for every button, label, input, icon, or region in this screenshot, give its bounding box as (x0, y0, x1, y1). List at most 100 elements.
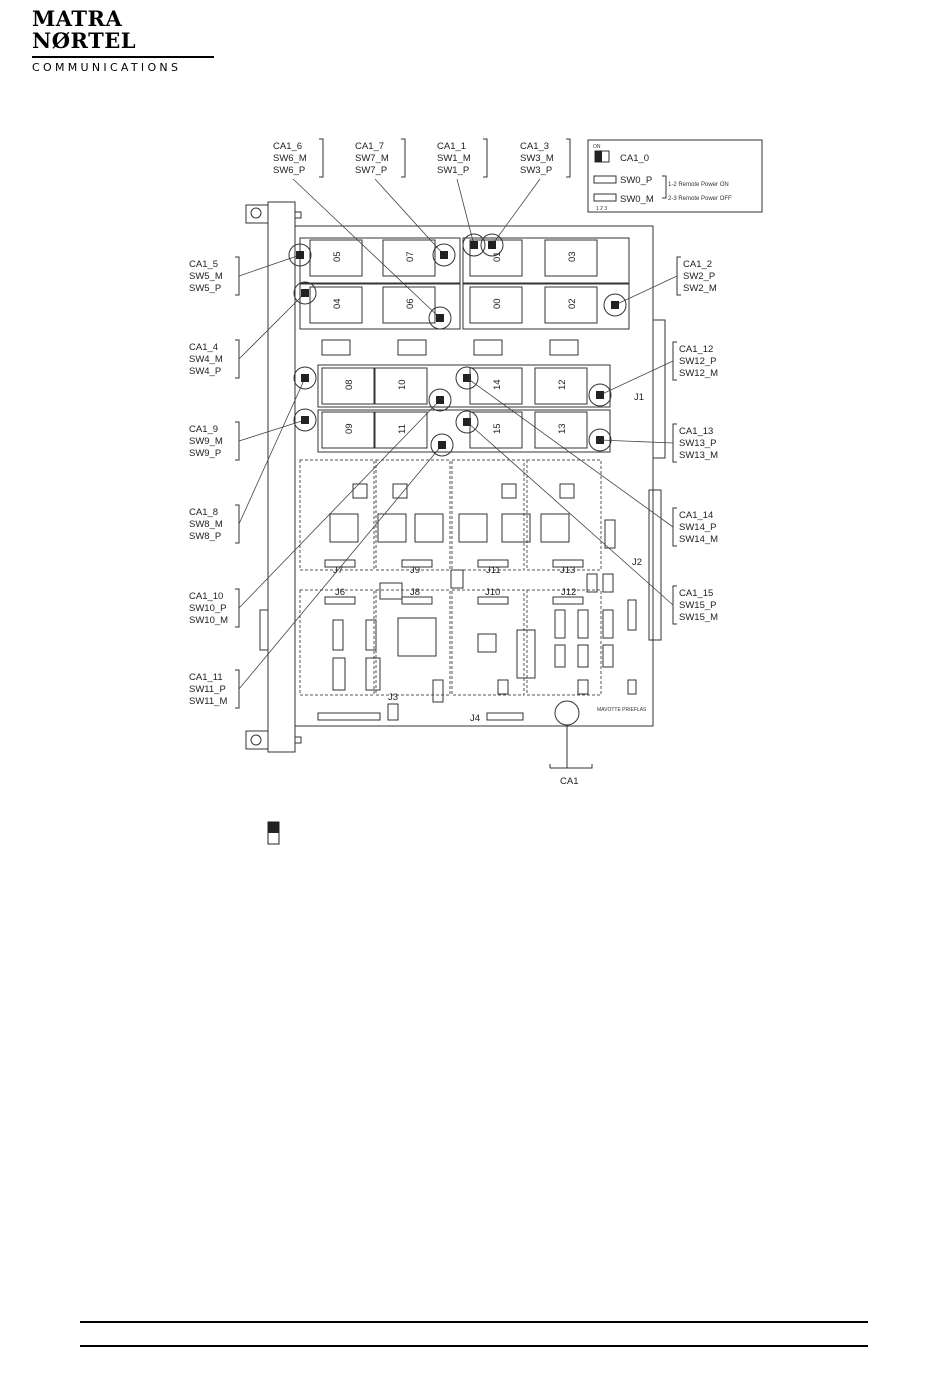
callout-line: SW8_P (189, 531, 221, 542)
callout-line: SW10_P (189, 603, 227, 614)
logo-wordmark: MATRA NØRTEL (32, 6, 136, 53)
connector-label: J9 (410, 565, 420, 576)
connector-label: J8 (410, 587, 420, 598)
module-label: 06 (405, 298, 416, 309)
module-label: 03 (567, 251, 578, 262)
legend-box (587, 139, 763, 213)
callout-line: SW12_M (679, 368, 718, 379)
callout-line: SW3_P (520, 165, 552, 176)
callout-line: CA1_13 (679, 426, 713, 437)
callout-line: SW5_M (189, 271, 223, 282)
module-box (534, 367, 588, 405)
callout-line: CA1_7 (355, 141, 384, 152)
front-panel (267, 201, 296, 753)
callout-line: SW14_P (679, 522, 717, 533)
switch-symbol-fill (268, 822, 279, 833)
callout-line: SW7_M (355, 153, 389, 164)
legend-ca1-0: CA1_0 (620, 153, 649, 164)
connector-label: J7 (333, 565, 343, 576)
callout-line: CA1_5 (189, 259, 218, 270)
callout-line: SW9_M (189, 436, 223, 447)
callout-line: CA1_3 (520, 141, 549, 152)
module-label: 10 (397, 379, 408, 390)
module-label: 09 (344, 423, 355, 434)
callout-line: SW7_P (355, 165, 387, 176)
module-box (382, 239, 436, 277)
legend-sw0-m: SW0_M (620, 194, 654, 205)
footer-rule-bottom (80, 1345, 868, 1347)
callout-line: CA1_15 (679, 588, 713, 599)
module-box (382, 286, 436, 324)
connector-j1 (652, 319, 666, 459)
panel-screw-bottom-hole (250, 734, 262, 746)
module-label: 12 (557, 379, 568, 390)
callout-line: CA1_1 (437, 141, 466, 152)
ca1-bottom-label: CA1 (560, 776, 578, 787)
module-box (321, 367, 375, 405)
connector-label: J6 (335, 587, 345, 598)
callout-line: SW4_M (189, 354, 223, 365)
logo-subtitle: COMMUNICATIONS (32, 61, 182, 74)
callout-line: SW2_M (683, 283, 717, 294)
callout-line: SW4_P (189, 366, 221, 377)
callout-line: SW6_P (273, 165, 305, 176)
module-label: 08 (344, 379, 355, 390)
connector-label: J13 (560, 565, 575, 576)
module-box (321, 411, 375, 449)
callout-line: SW11_M (189, 696, 227, 707)
legend-note-off: 2-3 Remote Power OFF (668, 196, 732, 202)
connector-label: J11 (486, 565, 501, 576)
module-box (469, 411, 523, 449)
callout-line: SW15_P (679, 600, 717, 611)
module-label: 02 (567, 298, 578, 309)
module-label: 14 (492, 379, 503, 390)
callout-line: SW1_P (437, 165, 469, 176)
module-box (374, 411, 428, 449)
legend-note-on: 1-2 Remote Power ON (668, 182, 729, 188)
module-box (469, 239, 523, 277)
callout-line: CA1_14 (679, 510, 713, 521)
callout-line: SW13_M (679, 450, 718, 461)
module-label: 04 (332, 298, 343, 309)
callout-line: SW10_M (189, 615, 228, 626)
callout-line: SW13_P (679, 438, 717, 449)
module-label: 01 (492, 251, 503, 262)
connector-label: J4 (470, 713, 480, 724)
module-box (309, 286, 363, 324)
callout-line: CA1_8 (189, 507, 218, 518)
module-box (544, 239, 598, 277)
callout-line: SW15_M (679, 612, 718, 623)
module-label: 07 (405, 251, 416, 262)
connector-label: J3 (388, 692, 398, 703)
callout-line: CA1_4 (189, 342, 218, 353)
module-label: 13 (557, 423, 568, 434)
connector-label: J2 (632, 557, 642, 568)
callout-line: SW14_M (679, 534, 718, 545)
module-label: 11 (397, 424, 408, 434)
pcb-outline (294, 225, 654, 727)
module-label: 05 (332, 251, 343, 262)
callout-line: CA1_6 (273, 141, 302, 152)
connector-label: J12 (561, 587, 576, 598)
callout-line: SW12_P (679, 356, 717, 367)
callout-line: CA1_12 (679, 344, 713, 355)
module-box (374, 367, 428, 405)
panel-screw-bottom (245, 730, 269, 750)
footer-rule-top (80, 1321, 868, 1323)
callout-line: CA1_10 (189, 591, 223, 602)
connector-label: J10 (485, 587, 500, 598)
module-box (469, 367, 523, 405)
legend-pins: 1 2 3 (596, 206, 607, 212)
